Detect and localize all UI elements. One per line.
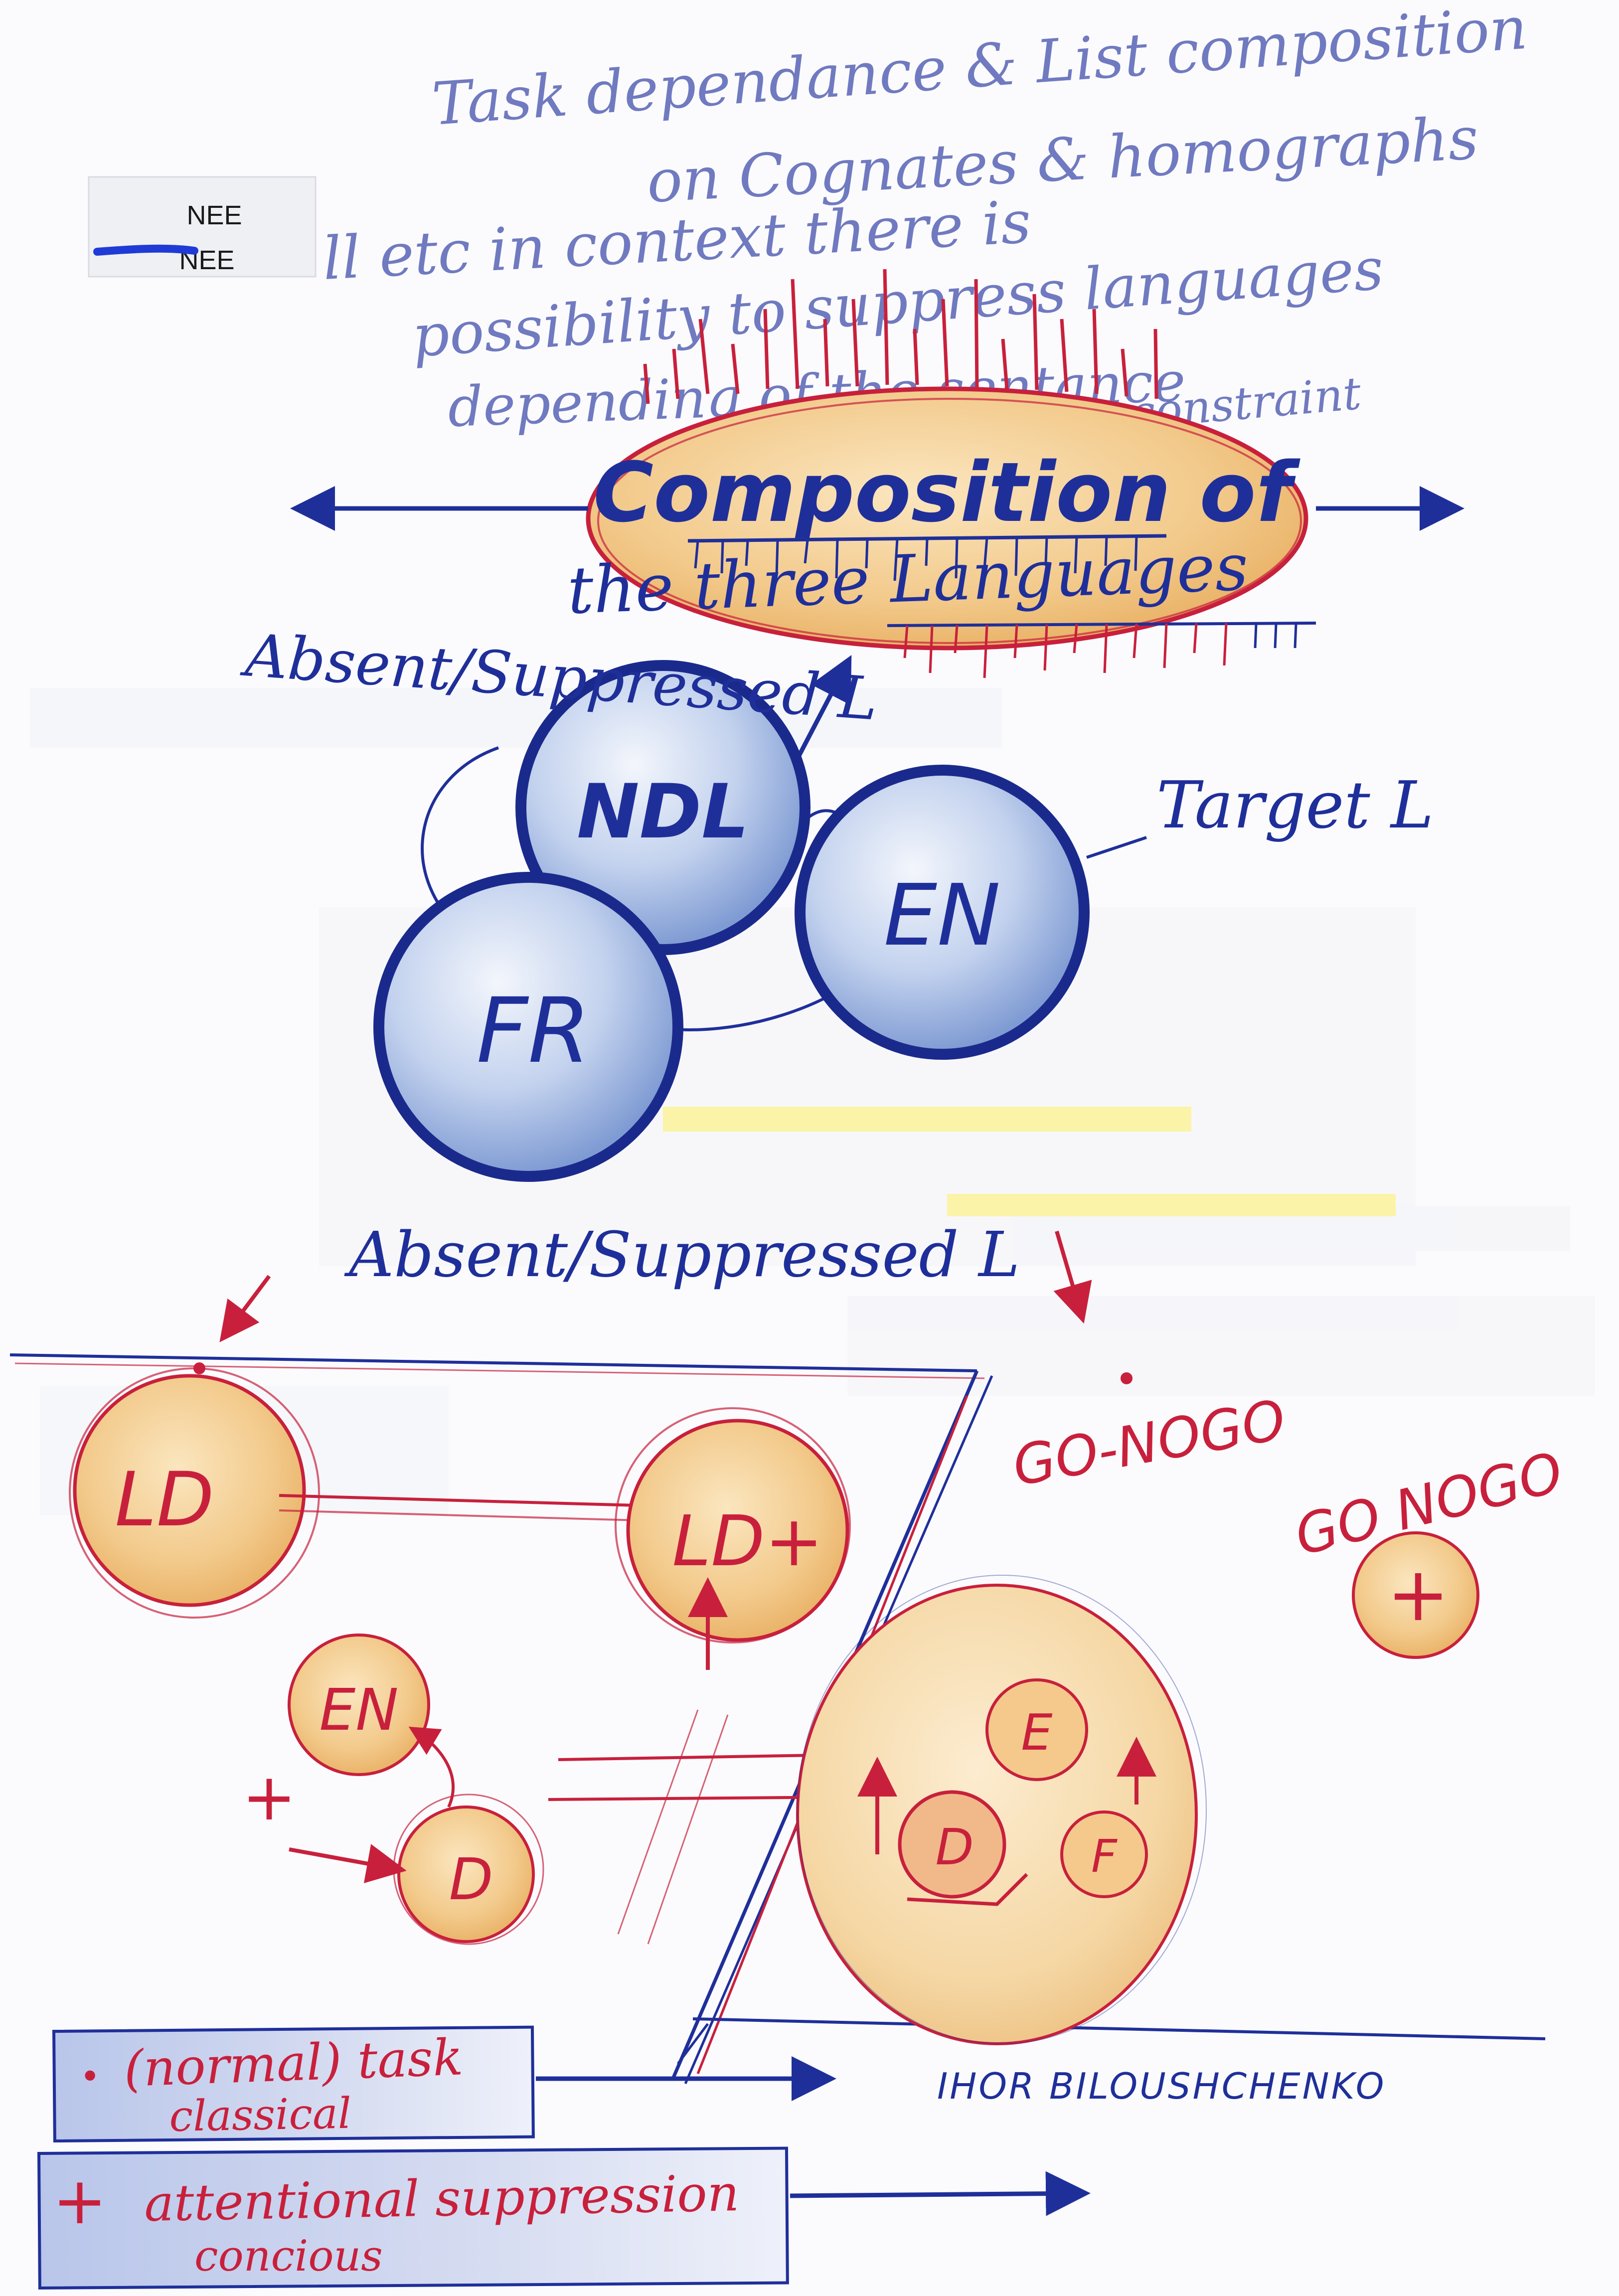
legend-normal-task: • (normal) task classical bbox=[52, 2025, 836, 2143]
legend-card-blue-stroke bbox=[93, 244, 198, 256]
legend-attn-line-2: concious bbox=[194, 2232, 383, 2281]
composition-ticks-line2 bbox=[903, 623, 1228, 678]
node-ld: LD bbox=[69, 1367, 320, 1619]
inner-node-d-label: D bbox=[935, 1818, 973, 1876]
node-go-nogo-plus: + bbox=[1352, 1531, 1479, 1659]
highlight-strip-1 bbox=[663, 1107, 1191, 1132]
node-d-small: D bbox=[393, 1794, 544, 1945]
inner-node-f-label: F bbox=[1091, 1830, 1118, 1883]
top-note: Task dependance & List composition on Co… bbox=[321, 0, 1529, 440]
bubble-ndl: NDL bbox=[515, 660, 810, 955]
legend-normal-line-1: (normal) task bbox=[123, 2028, 464, 2098]
node-en-small: EN bbox=[288, 1634, 430, 1776]
composition-ellipse bbox=[586, 386, 1308, 651]
composition-ticks-line1 bbox=[694, 536, 1138, 581]
inner-node-d: D bbox=[898, 1790, 1006, 1899]
label-absent-suppressed-bottom: Absent/Suppressed L bbox=[344, 1219, 1020, 1291]
legend-attentional-suppression: + attentional suppression concious bbox=[37, 2146, 1091, 2290]
node-en-small-label: EN bbox=[320, 1677, 399, 1744]
node-go-nogo-plus-sign: + bbox=[1387, 1551, 1450, 1638]
note-line-2: on Cognates & homographs bbox=[645, 104, 1480, 216]
legend-card-line-1: NEE bbox=[186, 200, 242, 230]
task-section: LD LD+ GO-NOGO GO NOGO + EN D bbox=[9, 1353, 1569, 2084]
bubble-en-label: EN bbox=[884, 866, 1001, 965]
legend-normal-dot: • bbox=[80, 2056, 100, 2097]
highlight-strip-2 bbox=[947, 1194, 1396, 1216]
node-ld-plus: LD+ bbox=[615, 1407, 851, 1670]
label-go-nogo: GO-NOGO bbox=[1008, 1388, 1290, 1498]
legend-attn-line-1: attentional suppression bbox=[144, 2164, 740, 2233]
inner-node-f: F bbox=[1060, 1810, 1148, 1898]
bubble-fr-label: FR bbox=[477, 979, 591, 1083]
inner-node-e: E bbox=[985, 1678, 1088, 1781]
composition-spikes-top bbox=[643, 269, 1158, 404]
legend-card: NEE NEE bbox=[88, 176, 317, 278]
bubble-en: EN bbox=[795, 765, 1090, 1060]
composition-node: Composition of the three Languages bbox=[290, 269, 1464, 678]
node-d-small-label: D bbox=[449, 1846, 493, 1913]
bottom-legend: • (normal) task classical + attentional … bbox=[37, 2025, 1091, 2290]
inner-node-e-label: E bbox=[1021, 1703, 1052, 1762]
bubble-ndl-label: NDL bbox=[577, 769, 749, 855]
plus-left-sign: + bbox=[242, 1759, 297, 1835]
node-big-cluster: E D F bbox=[796, 1575, 1207, 2045]
composition-title-line-1: Composition of bbox=[593, 445, 1301, 540]
legend-attn-plus: + bbox=[53, 2163, 107, 2239]
node-ld-label: LD bbox=[115, 1457, 214, 1543]
label-target: Target L bbox=[1156, 767, 1434, 843]
signature: IHOR BILOUSHCHENKO bbox=[937, 2065, 1386, 2107]
bubble-fr: FR bbox=[373, 872, 683, 1182]
node-ld-plus-label: LD+ bbox=[672, 1501, 823, 1582]
legend-normal-line-2: classical bbox=[169, 2089, 352, 2141]
